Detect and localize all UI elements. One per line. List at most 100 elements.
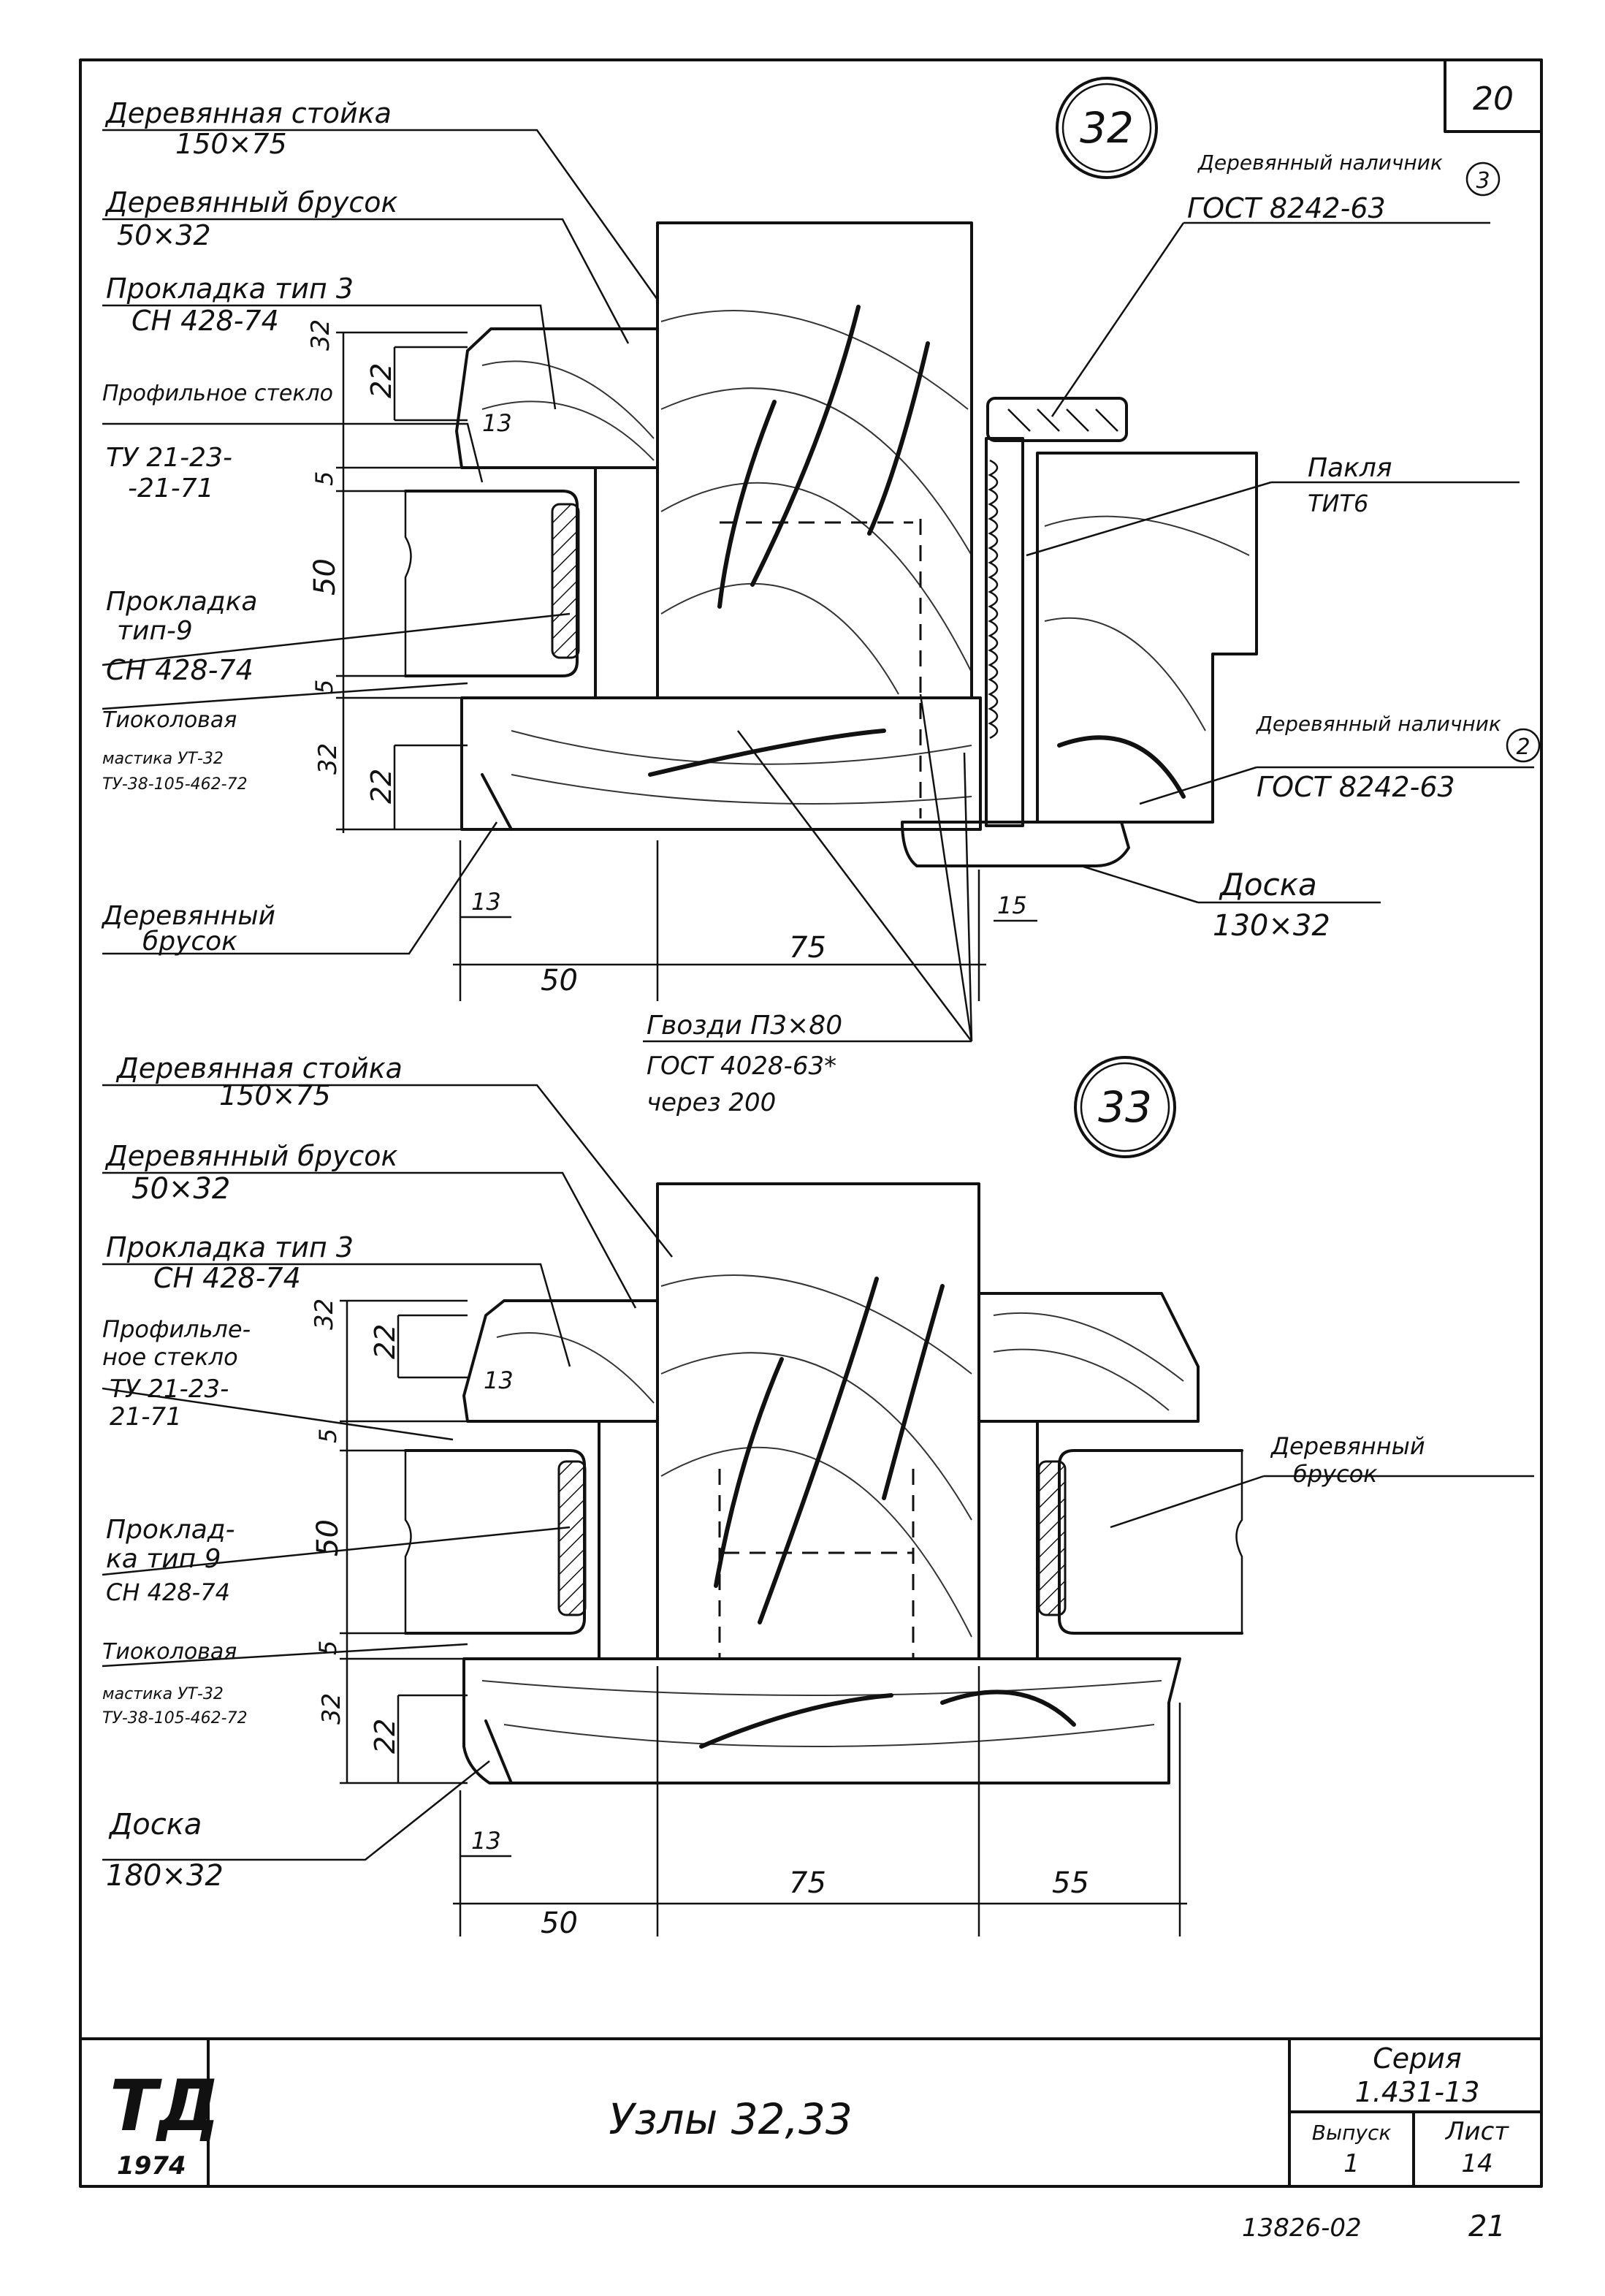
logo-year: 1974	[117, 2151, 186, 2181]
node-33-dim-v50: 50	[311, 1519, 345, 1556]
node-33-gasket-right	[1037, 1460, 1067, 1616]
node-33-bar-size: 50×32	[131, 1172, 230, 1206]
node-32-dim-v5a: 5	[310, 471, 338, 486]
node-33-mastic-label2: мастика УТ-32	[102, 1685, 224, 1703]
node-33-dim-v22: 22	[369, 1324, 401, 1359]
node-32-trim-3	[986, 397, 1128, 442]
node-33-glass-label1: Профильле-	[102, 1315, 251, 1343]
title-block: ТД 1974 Узлы 32,33 Серия 1.431-13 Выпуск…	[79, 2037, 1543, 2188]
node-33-mastic-label: Тиоколовая	[102, 1639, 237, 1665]
node-32-lower-bar	[460, 696, 982, 831]
node-33-upper-bar-right	[977, 1292, 1200, 1423]
node-32-mastic-label: Тиоколовая	[102, 707, 237, 733]
node-33-labels: Деревянная стойка 150×75 Деревянный брус…	[102, 1052, 1425, 1893]
node-32-board-label: Доска	[1219, 867, 1317, 902]
drawing-title: Узлы 32,33	[609, 2094, 853, 2144]
node-32-trim2-label: Деревянный наличник	[1255, 712, 1501, 736]
node-32-trim3-number: 3	[1476, 168, 1490, 194]
node-32-dim-v32: 32	[306, 319, 335, 351]
node-33-dim-v22b: 22	[369, 1719, 401, 1754]
node-32-bar-size: 50×32	[117, 219, 211, 251]
node-32-nails-step: через 200	[647, 1088, 776, 1117]
node-33-marker-circle	[1074, 1056, 1176, 1158]
node-32-dim-h13b: 13	[471, 888, 501, 916]
node-33-glass-label2: ное стекло	[102, 1343, 238, 1371]
bottom-code: 13826-02	[1242, 2213, 1362, 2243]
node-32-leaders	[102, 129, 1534, 1043]
sheet-frame: 20	[79, 58, 1543, 2188]
node-32-bar-bottom-label1: Деревянный	[101, 901, 275, 931]
logo-mark: ТД	[110, 2065, 220, 2147]
node-32-tow-std: ТИТ6	[1308, 490, 1368, 517]
series-label: Серия	[1373, 2042, 1462, 2075]
node-33-upper-bar-left	[462, 1299, 659, 1423]
node-32-trim3-label: Деревянный наличник	[1197, 151, 1443, 175]
node-32-marker: 32	[1080, 103, 1134, 153]
node-33-gasket-left	[557, 1460, 587, 1616]
node-32-gasket9-std: СН 428-74	[106, 654, 253, 686]
node-33-dim-h50: 50	[541, 1907, 578, 1940]
issue-value: 1	[1343, 2149, 1360, 2178]
node-32-dim-v22: 22	[365, 363, 397, 398]
node-33-dim-h13a: 13	[484, 1366, 514, 1394]
node-33-bar-right-label1: Деревянный	[1270, 1432, 1425, 1460]
node-32-post-label: Деревянная стойка	[104, 97, 392, 129]
node-32-dim-h15: 15	[997, 892, 1027, 919]
node-32-trim3-std: ГОСТ 8242-63	[1187, 192, 1386, 224]
node-32-dim-h75: 75	[789, 931, 826, 965]
node-32-board	[901, 821, 1130, 867]
node-33-dim-h13b: 13	[471, 1827, 501, 1855]
node-33-drawing: 33	[404, 1056, 1243, 1784]
node-33-leaders	[102, 1084, 1534, 1861]
node-33-glass-right	[1058, 1449, 1243, 1635]
node-32-trim2-number: 2	[1516, 734, 1530, 760]
node-32-bar-label: Деревянный брусок	[104, 186, 397, 218]
node-33-dim-h55: 55	[1052, 1866, 1089, 1900]
node-32-dim-v32b: 32	[313, 743, 343, 775]
node-32-labels: Деревянная стойка 150×75 Деревянный брус…	[101, 97, 1541, 1117]
node-32-glass-std2: -21-71	[128, 474, 214, 503]
node-33-bar-label: Деревянный брусок	[104, 1140, 397, 1172]
series-value: 1.431-13	[1355, 2076, 1480, 2108]
node-33-board-label: Доска	[108, 1808, 202, 1841]
node-32-tow-label: Пакля	[1308, 453, 1392, 483]
node-32-trim2-number-circle	[1506, 728, 1541, 763]
node-32-marker-circle	[1056, 77, 1158, 179]
node-33-post-label: Деревянная стойка	[115, 1052, 403, 1084]
page-number: 20	[1473, 80, 1514, 118]
node-33-board	[462, 1657, 1181, 1784]
node-33-gasket9-label1: Проклад-	[106, 1515, 235, 1545]
node-33-dimensions: 32 22 5 50 5 32 22 13 13 50 75 55	[310, 1299, 1187, 1940]
node-32-dim-h50: 50	[541, 964, 578, 997]
node-32-post	[656, 221, 973, 699]
bottom-number: 21	[1468, 2210, 1506, 2243]
node-32-board-size: 130×32	[1213, 909, 1330, 943]
node-32-dim-v50: 50	[308, 558, 342, 596]
node-32-gasket3-std: СН 428-74	[131, 305, 279, 337]
node-32-drawing: 32	[404, 77, 1258, 867]
node-33-bar-right-label2: брусок	[1293, 1460, 1378, 1488]
node-32-dim-v5b: 5	[310, 680, 338, 694]
node-32-post-size: 150×75	[175, 128, 287, 160]
node-32-trim3-number-circle	[1465, 161, 1501, 197]
node-33-dim-v5a: 5	[314, 1429, 342, 1443]
node-33-dim-v5b: 5	[314, 1641, 342, 1655]
node-32-gasket	[551, 503, 580, 659]
node-33-post	[656, 1182, 980, 1660]
node-32-mastic-std: ТУ-38-105-462-72	[102, 775, 248, 794]
node-32-dim-h13a: 13	[482, 409, 512, 437]
node-32-trim-2	[1036, 452, 1258, 824]
node-33-post-size: 150×75	[219, 1079, 331, 1111]
node-33-gasket3-label: Прокладка тип 3	[106, 1231, 354, 1263]
node-32-dimensions: 32 22 5 50 5 32 22 13 13 15 50 75	[306, 319, 1037, 1001]
node-32-dim-v22b: 22	[365, 769, 397, 804]
node-33-glass-std2: 21-71	[110, 1402, 182, 1432]
node-32-mastic-label2: мастика УТ-32	[102, 750, 224, 768]
sheet-label: Лист	[1444, 2117, 1509, 2146]
node-32-gasket3-label: Прокладка тип 3	[106, 273, 354, 305]
node-33-dim-v32b: 32	[317, 1693, 346, 1725]
sheet-value: 14	[1461, 2149, 1492, 2178]
node-33-marker: 33	[1098, 1082, 1152, 1132]
node-33-gasket9-label2: ка тип 9	[106, 1544, 221, 1574]
